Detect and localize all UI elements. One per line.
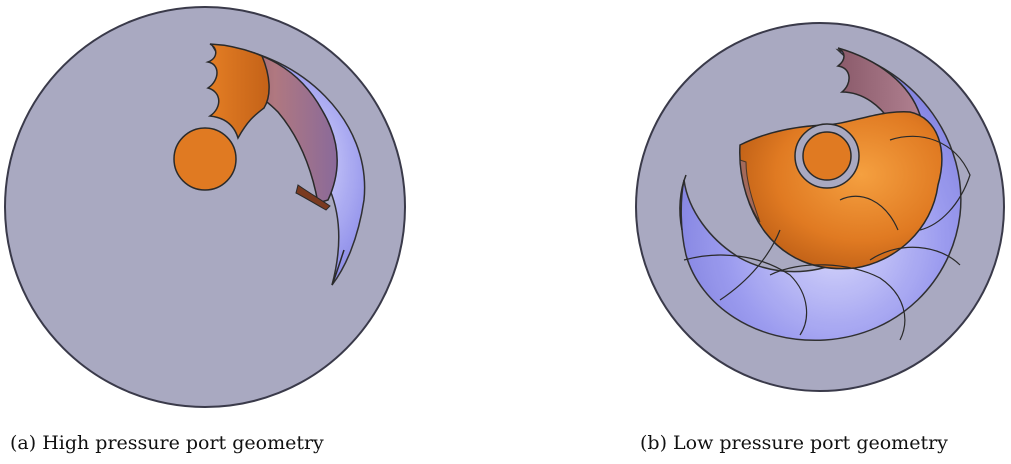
high-pressure-port-diagram (4, 6, 406, 408)
top-wall (836, 47, 921, 130)
lobe-outline-3 (869, 246, 961, 266)
crescent-tail (331, 249, 345, 286)
lobe-outline-4 (889, 135, 971, 231)
lobe-outline-5 (839, 195, 899, 231)
wall-edge (295, 184, 331, 211)
lobe-outline-6 (719, 229, 781, 301)
rotor-shade (739, 159, 761, 223)
orange-port (205, 43, 270, 140)
lobe-outline-1 (683, 254, 808, 336)
orange-circle-port (173, 127, 237, 191)
lobe-outline-2 (769, 264, 906, 341)
bearing-center (802, 131, 852, 181)
low-pressure-port-diagram (635, 22, 1005, 392)
figure-a: (a) High pressure port geometry (0, 0, 420, 464)
caption-b: (b) Low pressure port geometry (640, 432, 948, 454)
figure-b: (b) Low pressure port geometry (620, 0, 1011, 464)
cavity-tail (679, 174, 687, 231)
caption-a: (a) High pressure port geometry (10, 432, 324, 454)
